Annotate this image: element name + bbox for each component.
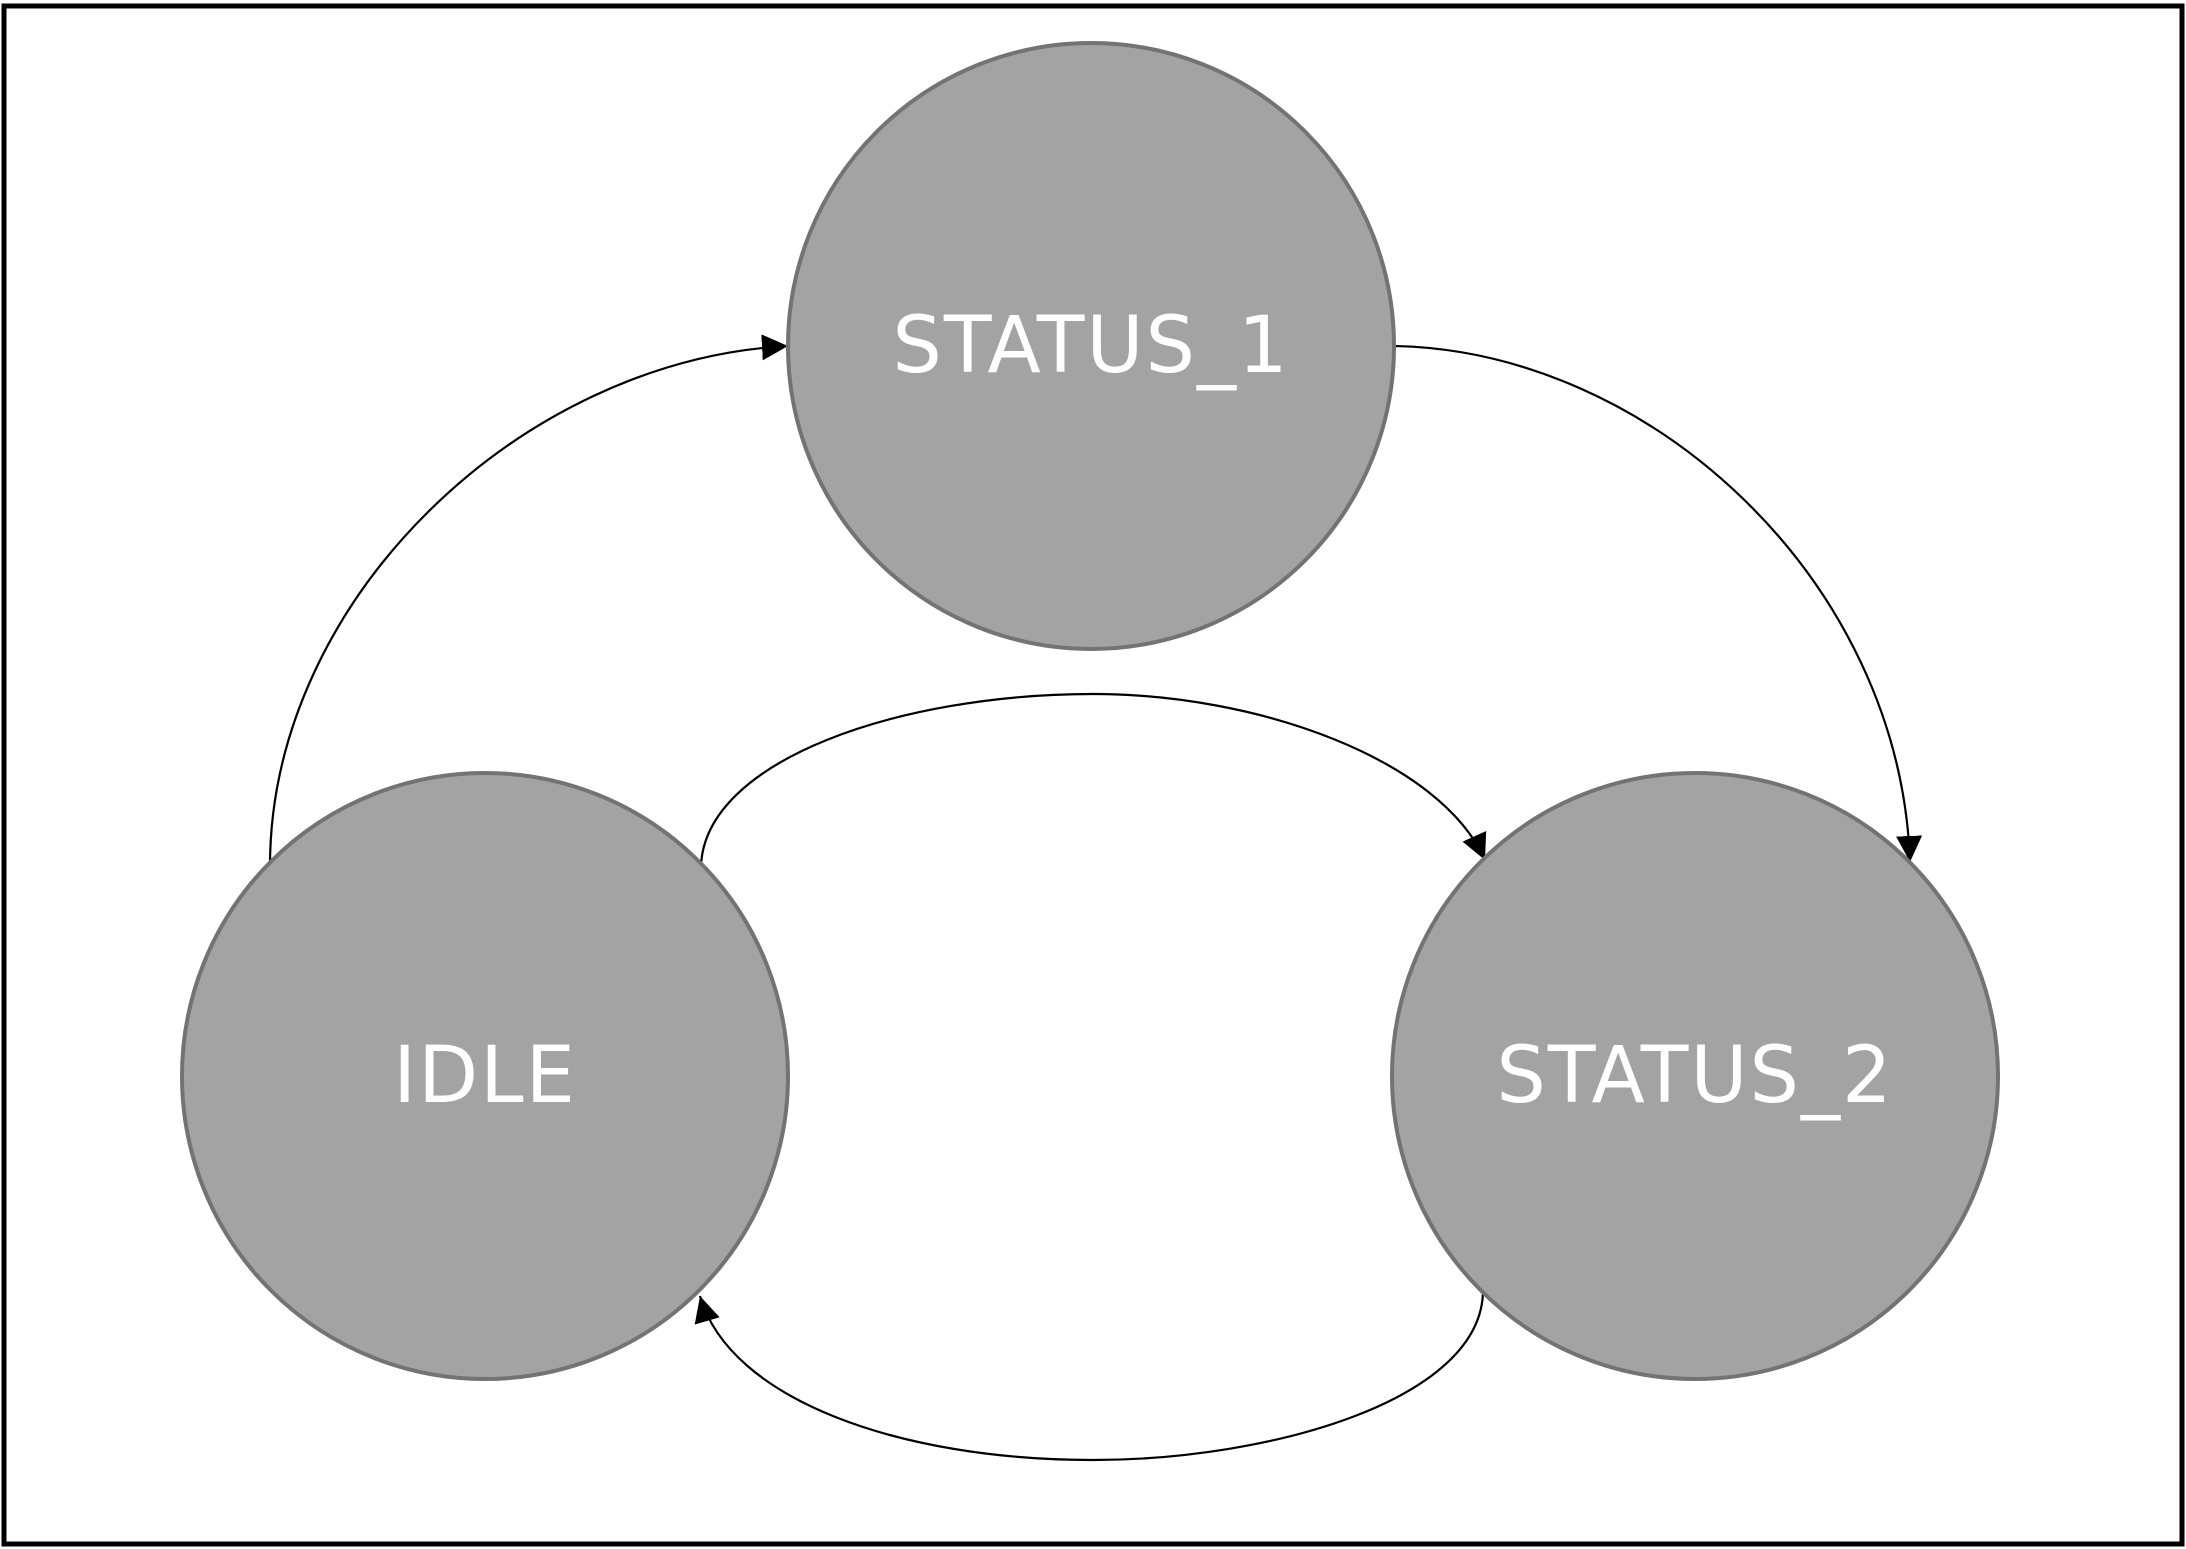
state-status-1-label: STATUS_1 <box>892 301 1289 391</box>
transition-idle-to-status-2[interactable] <box>699 692 1487 867</box>
transition-status-2-to-idle[interactable] <box>694 1289 1485 1462</box>
state-idle[interactable]: IDLE <box>180 771 790 1381</box>
state-status-1[interactable]: STATUS_1 <box>786 41 1396 651</box>
state-idle-circle <box>180 771 790 1381</box>
state-idle-label: IDLE <box>393 1031 577 1121</box>
transition-idle-to-status-1[interactable] <box>268 334 789 867</box>
transition-status-1-to-status-2[interactable] <box>1392 344 1923 863</box>
state-status-2-circle <box>1390 771 2000 1381</box>
state-status-2-label: STATUS_2 <box>1496 1031 1893 1121</box>
state-status-2[interactable]: STATUS_2 <box>1390 771 2000 1381</box>
state-status-1-circle <box>786 41 1396 651</box>
